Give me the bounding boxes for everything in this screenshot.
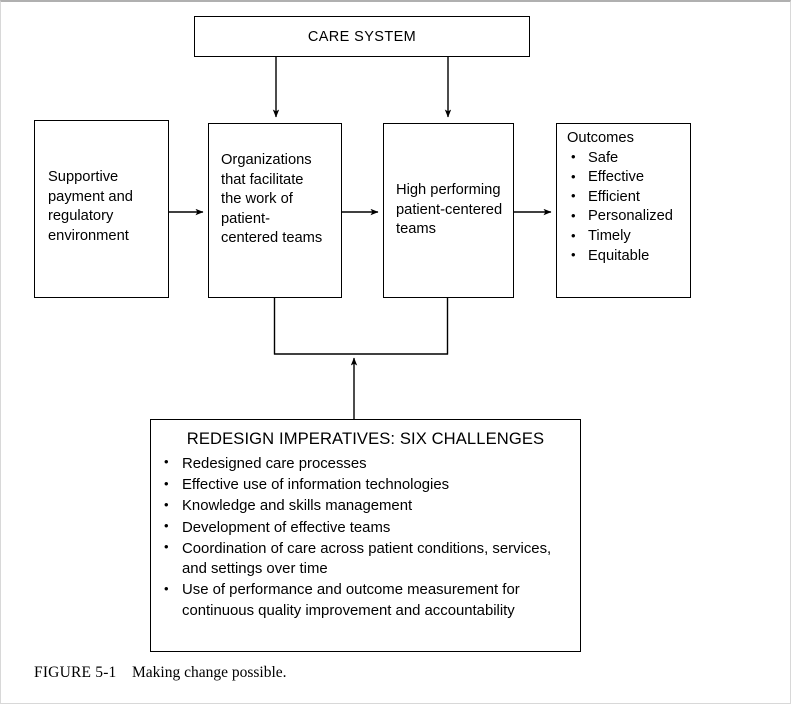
- outcomes-title: Outcomes: [567, 130, 634, 146]
- redesign-list-item: Development of effective teams: [157, 517, 568, 538]
- redesign-list-item: Effective use of information technologie…: [157, 474, 568, 495]
- figure-caption: FIGURE 5-1 Making change possible.: [34, 664, 287, 682]
- outcomes-list-item: Efficient: [567, 187, 691, 208]
- outcomes-box: Outcomes Safe Effective Efficient Person…: [556, 123, 691, 298]
- redesign-imperatives-list: Redesigned care processes Effective use …: [157, 453, 568, 621]
- high-performing-teams-box: High performing patient-centered teams: [383, 123, 514, 298]
- outcomes-list-item: Effective: [567, 168, 691, 188]
- redesign-list-item: Use of performance and outcome measureme…: [157, 580, 568, 621]
- high-performing-teams-label: High performing patient-centered teams: [396, 182, 503, 238]
- redesign-imperatives-box: REDESIGN IMPERATIVES: SIX CHALLENGES Red…: [150, 419, 581, 652]
- care-system-label: CARE SYSTEM: [307, 28, 417, 45]
- supportive-environment-box: Supportive payment and regulatory enviro…: [34, 120, 169, 298]
- redesign-list-item: Coordination of care across patient cond…: [157, 538, 568, 580]
- figure-caption-label: FIGURE 5-1: [34, 664, 117, 681]
- organizations-label: Organizations that facilitate the work o…: [221, 152, 323, 247]
- redesign-imperatives-title: REDESIGN IMPERATIVES: SIX CHALLENGES: [186, 429, 545, 448]
- bracket-connector: [273, 298, 449, 355]
- outcomes-list-item: Timely: [567, 227, 691, 247]
- organizations-box: Organizations that facilitate the work o…: [208, 123, 342, 298]
- outcomes-list-item: Personalized: [567, 207, 691, 227]
- figure-caption-text: Making change possible.: [132, 664, 287, 681]
- supportive-environment-label: Supportive payment and regulatory enviro…: [48, 169, 133, 244]
- outcomes-list-item: Safe: [567, 148, 691, 169]
- outcomes-list-item: Equitable: [567, 246, 691, 267]
- outcomes-list: Safe Effective Efficient Personalized Ti…: [567, 148, 691, 267]
- care-system-box: CARE SYSTEM: [194, 16, 530, 57]
- redesign-list-item: Redesigned care processes: [157, 453, 568, 474]
- redesign-list-item: Knowledge and skills management: [157, 496, 568, 516]
